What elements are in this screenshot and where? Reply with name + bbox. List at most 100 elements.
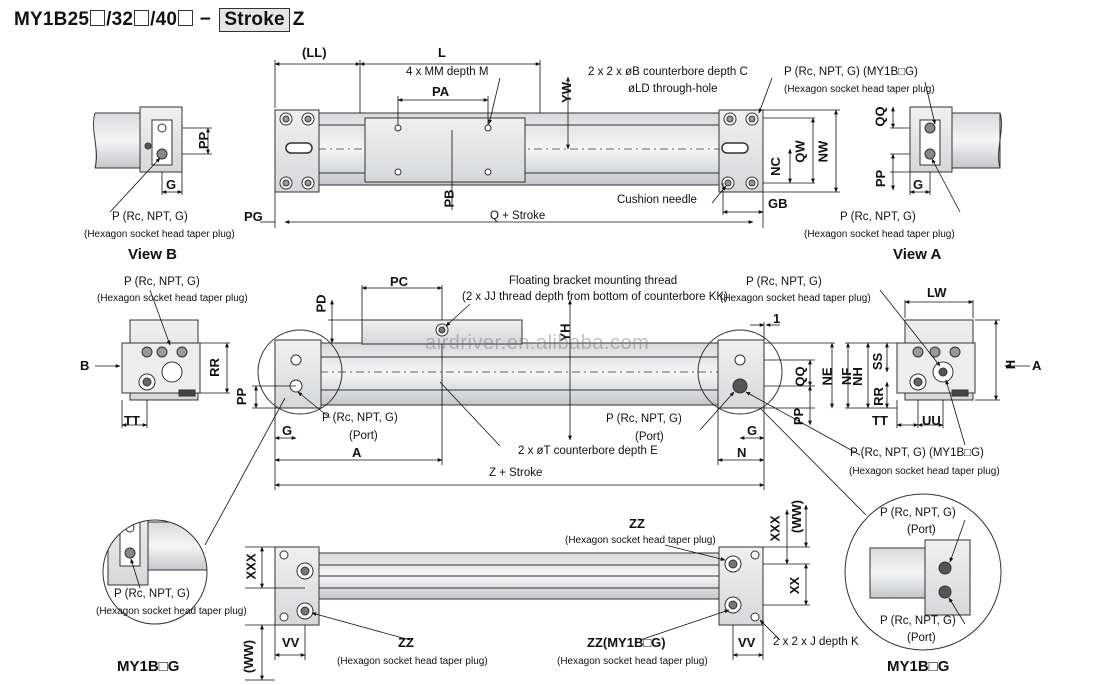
end-view-right [896, 319, 976, 401]
label-port-left: (Port) [349, 430, 378, 442]
label-g-view-a: G [913, 177, 924, 192]
label-tt-left: TT [124, 413, 140, 428]
label-hex-plug-zz-top: (Hexagon socket head taper plug) [565, 535, 716, 546]
label-qq-view-a: QQ [872, 106, 888, 127]
label-b-counterbore: 2 x 2 x øB counterbore depth C [588, 66, 748, 78]
bottom-dims [245, 504, 810, 681]
view-b [93, 106, 183, 173]
label-hex-plug-mid-left: (Hexagon socket head taper plug) [97, 293, 248, 304]
label-p-detail-left: P (Rc, NPT, G) [114, 588, 190, 600]
label-yw: YW [558, 82, 574, 103]
title-box-3 [178, 10, 194, 26]
label-xxx-left: XXX [243, 553, 259, 580]
label-port-detail-right-2: (Port) [907, 632, 936, 644]
detail-left [102, 519, 208, 625]
detail-left-title: MY1B□G [117, 658, 180, 675]
label-qw: QW [792, 140, 808, 163]
label-hex-plug-mid-right: (Hexagon socket head taper plug) [720, 293, 871, 304]
label-nw: NW [815, 140, 831, 163]
label-b-arrow: B [80, 358, 90, 373]
end-view-left-dims [95, 289, 230, 428]
label-rr-right: RR [870, 387, 886, 406]
label-pd: PD [313, 294, 329, 313]
label-floating-2: (2 x JJ thread depth from bottom of coun… [462, 291, 728, 303]
label-p-detail-right-2: P (Rc, NPT, G) [880, 615, 956, 627]
label-uu: UU [922, 413, 941, 428]
label-nh: NH [849, 367, 865, 386]
label-l: L [438, 45, 446, 60]
title-box-2 [134, 10, 150, 26]
label-port-detail-right-1: (Port) [907, 524, 936, 536]
label-floating-1: Floating bracket mounting thread [509, 275, 678, 287]
label-pp-view-a: PP [873, 169, 889, 188]
label-t-counterbore: 2 x øT counterbore depth E [518, 445, 658, 457]
view-b-title: View B [128, 246, 177, 263]
middle-cylinder [274, 319, 765, 409]
label-tt-right: TT [872, 413, 888, 428]
label-pb: PB [441, 189, 457, 208]
label-p-view-b: P (Rc, NPT, G) [112, 211, 188, 223]
label-p-mid-right-g: P (Rc, NPT, G) (MY1B□G) [850, 447, 984, 459]
title-suffix: Z [292, 9, 305, 30]
label-a-dim: A [352, 445, 362, 460]
label-pp-view-b: PP [196, 131, 212, 150]
label-qq-mid: QQ [792, 366, 808, 387]
title-model: MY1B25 [14, 9, 90, 30]
detail-right [844, 493, 1002, 651]
view-a-dims [890, 81, 961, 213]
label-p-top-right: P (Rc, NPT, G) (MY1B□G) [784, 66, 918, 78]
label-pg: PG [244, 209, 263, 224]
label-z-stroke: Z + Stroke [489, 467, 543, 479]
label-n: N [737, 445, 747, 460]
label-ww-right: (WW) [789, 499, 805, 534]
label-hex-plug-view-b: (Hexagon socket head taper plug) [84, 229, 235, 240]
label-port-right: (Port) [635, 431, 664, 443]
label-mm: 4 x MM depth M [406, 66, 489, 78]
label-ld: øLD through-hole [628, 83, 718, 95]
label-rr-left: RR [206, 358, 222, 377]
label-hex-plug-1: (Hexagon socket head taper plug) [784, 84, 935, 95]
label-vv-right: VV [738, 635, 756, 650]
title-stroke: Stroke [219, 8, 290, 32]
label-hex-plug-zz-bottom: (Hexagon socket head taper plug) [337, 656, 488, 667]
middle-dims [252, 285, 861, 490]
label-q-stroke: Q + Stroke [490, 210, 546, 222]
view-a-title: View A [893, 246, 942, 263]
label-g-mid-left: G [282, 423, 293, 438]
label-pc: PC [390, 274, 409, 289]
label-hex-plug-detail-left: (Hexagon socket head taper plug) [96, 606, 247, 617]
top-cylinder [274, 109, 764, 193]
label-xxx-right: XXX [767, 515, 783, 542]
title-dash: − [199, 9, 211, 30]
label-zz-g: ZZ(MY1B□G) [587, 635, 666, 650]
label-h: H [1003, 359, 1019, 370]
detail-right-title: MY1B□G [887, 658, 950, 675]
label-zz-bottom: ZZ [398, 635, 414, 650]
top-dimensions [260, 60, 840, 228]
label-hex-plug-view-a: (Hexagon socket head taper plug) [804, 229, 955, 240]
label-gb: GB [768, 196, 788, 211]
view-b-dims [109, 127, 212, 213]
label-xx: XX [787, 576, 803, 595]
label-cushion-needle: Cushion needle [617, 194, 697, 206]
label-p-port-left: P (Rc, NPT, G) [322, 412, 398, 424]
label-nc: NC [767, 157, 783, 176]
label-pp-mid-right: PP [791, 407, 807, 426]
title-box-1 [90, 10, 106, 26]
detail-right-leader [759, 407, 966, 625]
label-ne: NE [819, 367, 835, 386]
bottom-cylinder [274, 546, 764, 626]
label-p-view-a: P (Rc, NPT, G) [840, 211, 916, 223]
middle-circles [257, 329, 783, 415]
label-p-mid-left: P (Rc, NPT, G) [124, 276, 200, 288]
label-a-arrow: A [1032, 358, 1042, 373]
label-j-depth: 2 x 2 x J depth K [773, 636, 859, 648]
end-view-right-dims [845, 289, 1030, 446]
label-one: 1 [773, 311, 781, 326]
label-p-mid-right: P (Rc, NPT, G) [746, 276, 822, 288]
label-p-port-right: P (Rc, NPT, G) [606, 413, 682, 425]
label-vv-left: VV [282, 635, 300, 650]
